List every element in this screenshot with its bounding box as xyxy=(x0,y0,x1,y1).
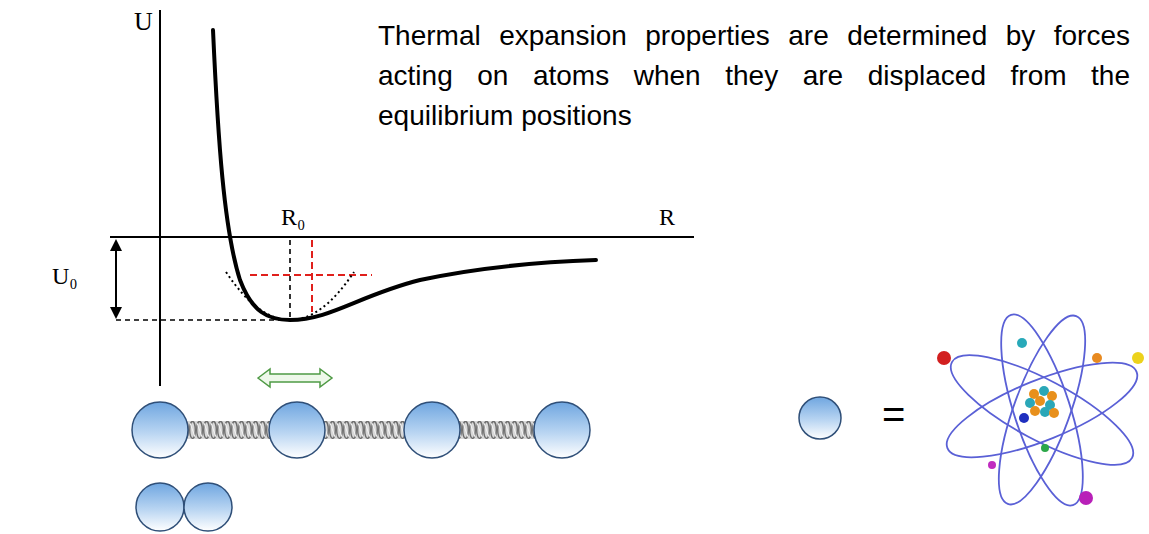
min-guide xyxy=(116,319,290,321)
atom xyxy=(136,483,184,531)
depth-label: U₀ xyxy=(52,262,78,291)
axis-label: U xyxy=(134,6,153,37)
electron xyxy=(1017,338,1027,348)
r0-guide xyxy=(289,240,291,320)
atom-symbol xyxy=(799,397,841,439)
orbit xyxy=(936,344,1148,476)
atom-picture xyxy=(936,306,1148,514)
atom xyxy=(404,402,460,458)
axis-tick-label: R₀ xyxy=(281,203,305,232)
electron xyxy=(1041,444,1049,452)
electron xyxy=(1092,353,1102,363)
electron xyxy=(1079,491,1093,505)
spring xyxy=(458,421,538,439)
orbit xyxy=(984,306,1099,514)
arrow-head xyxy=(110,239,122,251)
mean-position xyxy=(311,240,313,312)
atom xyxy=(534,402,590,458)
electron xyxy=(1132,352,1144,364)
orbit xyxy=(938,336,1146,485)
nucleus xyxy=(1025,386,1059,418)
vibration-arrow xyxy=(258,369,332,387)
axis-label: R xyxy=(659,203,675,232)
electron xyxy=(988,461,996,469)
spring xyxy=(186,421,272,439)
u-axis xyxy=(159,10,161,386)
spring xyxy=(323,421,407,439)
electron xyxy=(1019,413,1029,423)
atom xyxy=(132,402,188,458)
r-axis xyxy=(110,236,694,238)
depth-arrow xyxy=(115,244,117,313)
orbit xyxy=(981,306,1102,513)
electron xyxy=(937,351,951,365)
arrow-head xyxy=(110,307,122,319)
statement: Thermal expansion properties are determi… xyxy=(378,16,1130,136)
atom xyxy=(184,483,232,531)
equals-sign: = xyxy=(882,390,905,438)
atom xyxy=(269,402,325,458)
